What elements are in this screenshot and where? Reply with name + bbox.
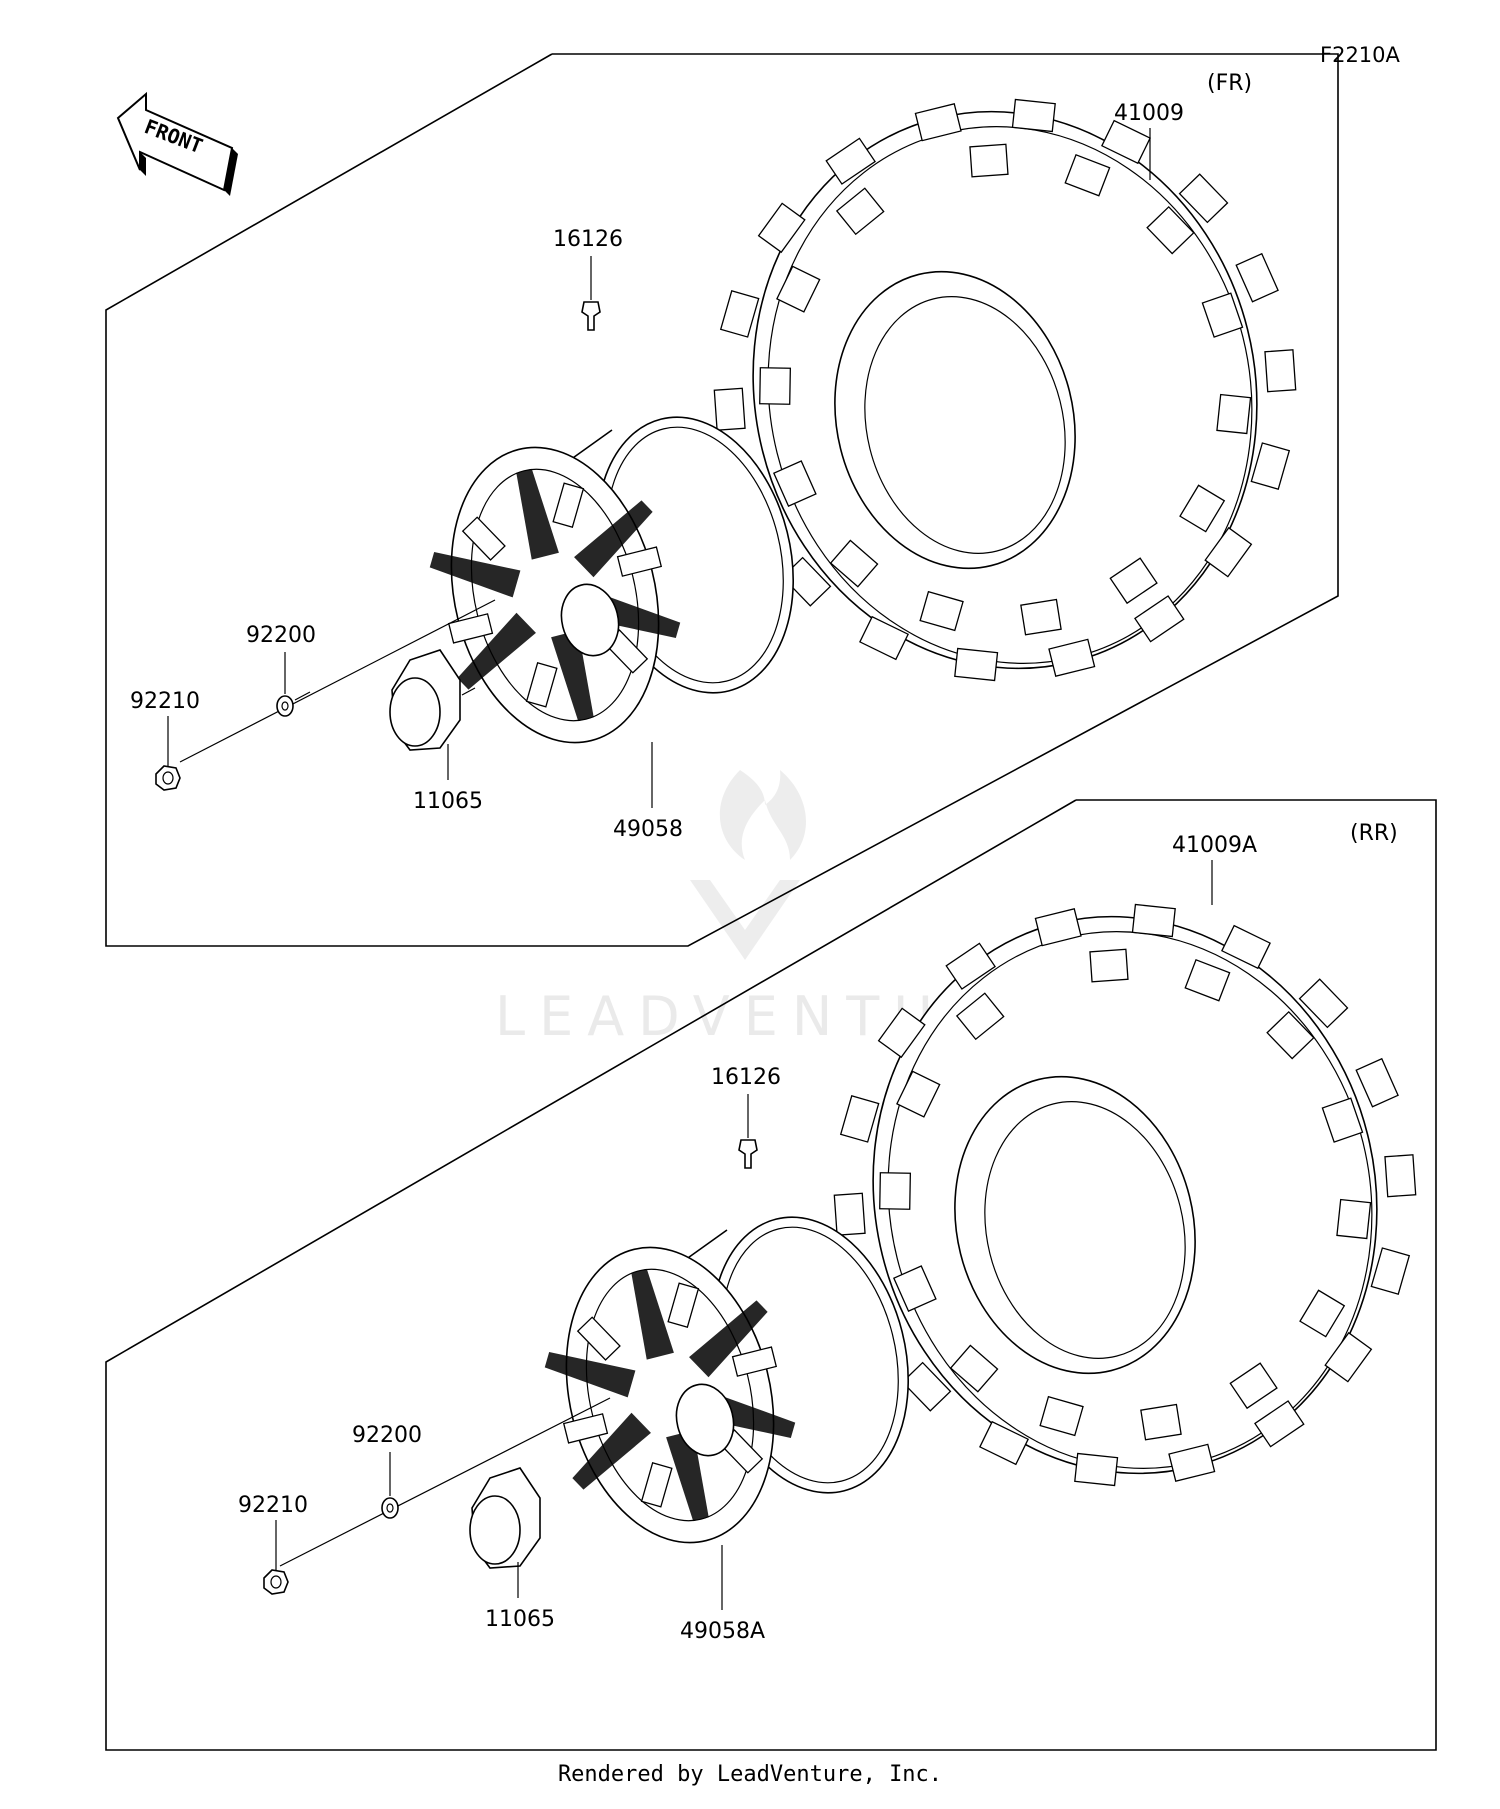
front-assembly: (FR) (105, 53, 1339, 947)
rear-tire (833, 903, 1417, 1487)
front-tag: (FR) (1207, 71, 1252, 96)
rear-tag: (RR) (1350, 821, 1398, 846)
rear-nut-part-number[interactable]: 92210 (238, 1493, 308, 1518)
rear-washer (381, 1497, 399, 1519)
rear-frame (105, 799, 1437, 1751)
front-frame (105, 53, 1339, 947)
front-valve-stem (581, 256, 601, 331)
footer-credit: Rendered by LeadVenture, Inc. (557, 1762, 943, 1787)
front-cap-part-number[interactable]: 11065 (413, 789, 483, 814)
front-valve-part-number[interactable]: 16126 (553, 227, 623, 252)
diagram-code: F2210A (1320, 43, 1401, 67)
rear-assembly: (RR) (105, 799, 1437, 1751)
rear-wheel (544, 1216, 910, 1544)
rear-valve-stem (738, 1094, 758, 1169)
front-nut (155, 765, 181, 791)
front-arrow-icon: FRONT (116, 91, 238, 196)
front-washer (276, 691, 311, 717)
rear-cap-part-number[interactable]: 11065 (485, 1607, 555, 1632)
rear-hub-cap (469, 1467, 541, 1569)
rear-washer-part-number[interactable]: 92200 (352, 1423, 422, 1448)
front-tire-part-number[interactable]: 41009 (1114, 101, 1184, 126)
rear-valve-part-number[interactable]: 16126 (711, 1065, 781, 1090)
front-washer-part-number[interactable]: 92200 (246, 623, 316, 648)
rear-wheel-part-number[interactable]: 49058A (680, 1619, 765, 1644)
front-nut-part-number[interactable]: 92210 (130, 689, 200, 714)
rear-tire-tread (833, 903, 1417, 1487)
front-tire-tread (713, 98, 1297, 682)
rear-nut (263, 1569, 289, 1595)
front-tire (713, 98, 1297, 682)
front-wheel (429, 416, 795, 744)
rear-tire-part-number[interactable]: 41009A (1172, 833, 1257, 858)
front-hub-cap (389, 649, 476, 751)
front-wheel-part-number[interactable]: 49058 (613, 817, 683, 842)
